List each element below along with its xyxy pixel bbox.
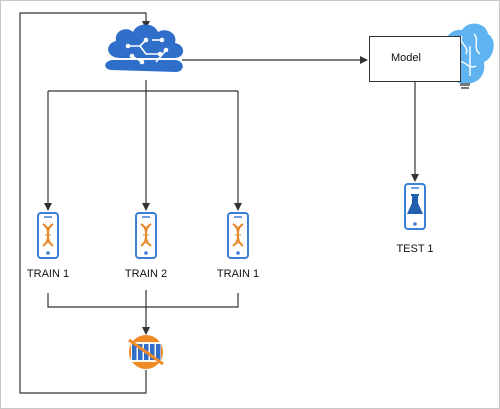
- train-device-3-icon: [227, 212, 249, 259]
- train-device-2-icon: [135, 212, 157, 259]
- train-1-label: TRAIN 1: [26, 268, 70, 280]
- train-device-1-icon: [37, 212, 59, 259]
- train-2-label: TRAIN 2: [124, 268, 168, 280]
- test-1-label: TEST 1: [396, 243, 434, 255]
- model-node: Model: [369, 36, 461, 82]
- azure-cognitive-brain-icon: [105, 24, 184, 72]
- connectors: [19, 12, 419, 394]
- test-device-icon: [404, 183, 426, 230]
- feedback-loop-connector: [19, 12, 150, 394]
- azure-data-store-icon: [128, 335, 164, 369]
- train-3-label: TRAIN 1: [216, 268, 260, 280]
- collection-bracket: [47, 293, 239, 308]
- model-label: Model: [391, 52, 421, 64]
